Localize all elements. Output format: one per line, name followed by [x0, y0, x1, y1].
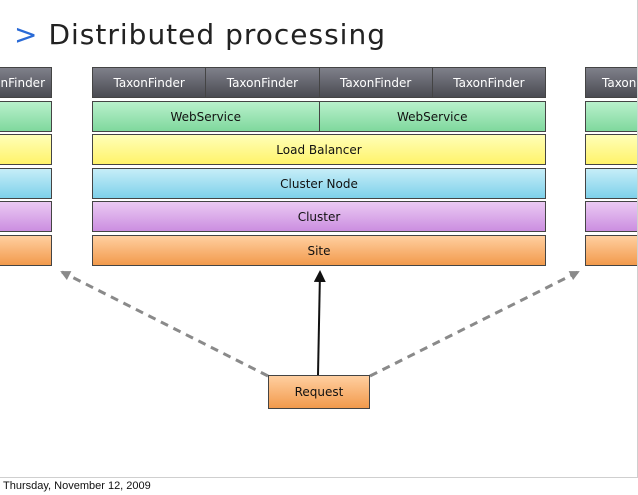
arrows-layer — [60, 270, 580, 378]
slide-title: > Distributed processing — [14, 18, 386, 51]
cluster-node-row: Cluster Node — [92, 168, 546, 199]
taxonfinder-3: TaxonFinder — [318, 68, 432, 97]
left-taxonfinder-cell: TaxonFinder — [0, 75, 45, 90]
arrow-to-right-stack — [369, 270, 580, 378]
webservice-row: WebService WebService — [92, 101, 546, 132]
taxonfinder-1: TaxonFinder — [113, 75, 185, 90]
webservice-1: WebService — [170, 109, 241, 124]
cluster: Cluster — [297, 209, 341, 224]
left-cluster-node-row — [0, 168, 52, 199]
site: Site — [307, 243, 331, 258]
right-cluster-node-row — [585, 168, 637, 199]
left-load-balancer-row — [0, 134, 52, 165]
right-load-balancer-row — [585, 134, 637, 165]
arrow-to-left-stack — [60, 270, 269, 378]
load-balancer-row: Load Balancer — [92, 134, 546, 165]
cluster-row: Cluster — [92, 201, 546, 232]
taxonfinder-row: TaxonFinder TaxonFinder TaxonFinder Taxo… — [92, 67, 546, 98]
right-server-stack: TaxonFinder — [585, 67, 637, 268]
right-cluster-row — [585, 201, 637, 232]
site-row: Site — [92, 235, 546, 266]
request-box: Request — [268, 375, 370, 409]
right-webservice-row — [585, 101, 637, 132]
left-site-row — [0, 235, 52, 266]
taxonfinder-4: TaxonFinder — [431, 68, 545, 97]
left-taxonfinder-row: TaxonFinder — [0, 67, 52, 98]
left-webservice-row — [0, 101, 52, 132]
right-taxonfinder-row: TaxonFinder — [585, 67, 637, 98]
webservice-2: WebService — [318, 102, 546, 131]
right-taxonfinder-cell: TaxonFinder — [602, 75, 637, 90]
title-text: Distributed processing — [48, 18, 386, 51]
request-label: Request — [294, 385, 344, 399]
footer-date: Thursday, November 12, 2009 — [3, 480, 151, 492]
load-balancer: Load Balancer — [276, 142, 362, 157]
taxonfinder-2: TaxonFinder — [205, 68, 318, 97]
cluster-node: Cluster Node — [280, 176, 358, 191]
title-marker: > — [14, 18, 39, 51]
center-server-stack: TaxonFinder TaxonFinder TaxonFinder Taxo… — [92, 67, 546, 268]
left-cluster-row — [0, 201, 52, 232]
left-server-stack: TaxonFinder — [0, 67, 52, 268]
slide: > Distributed processing TaxonFinder Taxo… — [0, 0, 638, 478]
right-site-row — [585, 235, 637, 266]
arrow-to-center-stack — [313, 270, 326, 376]
